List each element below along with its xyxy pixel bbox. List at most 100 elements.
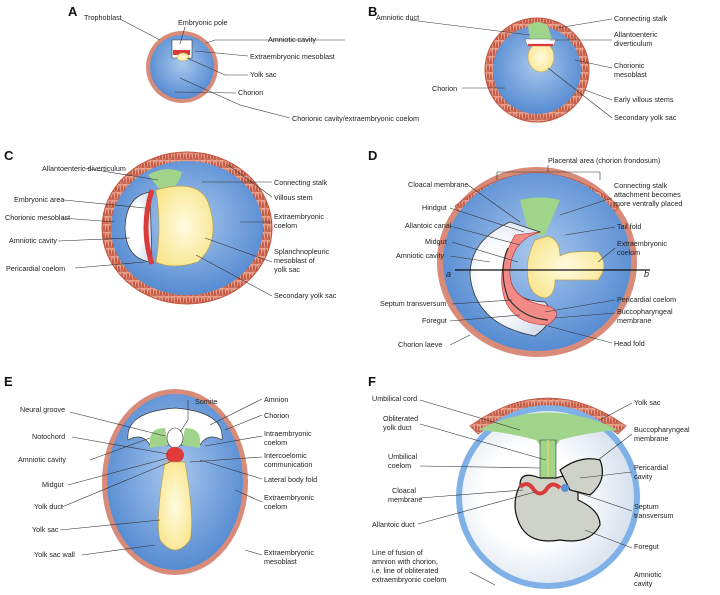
label-connecting-stalk-d-2: attachment becomes (614, 190, 681, 199)
panel-e: E Somite Amnion Neural groove Chorion No… (4, 374, 317, 575)
label-chorion-a: Chorion (238, 88, 263, 97)
label-neural-groove: Neural groove (20, 405, 65, 414)
label-connecting-stalk-b: Connecting stalk (614, 14, 668, 23)
label-allantoenteric-c: Allantoenteric diverticulum (42, 164, 126, 173)
label-yolk-sac-f: Yolk sac (634, 398, 661, 407)
label-chorion-b: Chorion (432, 84, 457, 93)
label-intraembryonic-1: Intraembryonic (264, 429, 312, 438)
pericardial-cavity-dot (561, 484, 569, 492)
secondary-yolk-sac-b (527, 41, 555, 73)
panel-e-letter: E (4, 374, 13, 389)
somite-right (182, 428, 200, 448)
notochord-gut (166, 447, 184, 463)
label-intraembryonic-2: coelom (264, 438, 287, 447)
label-villous-stem: Villous stem (274, 193, 313, 202)
label-buccopharyngeal-d-2: membrane (617, 316, 651, 325)
label-septum-transversum-d: Septum transversum (380, 299, 446, 308)
secondary-yolk-sac-c (155, 185, 214, 267)
panel-a: A Trophoblast Embryonic pole Amniotic ca… (68, 4, 419, 123)
label-buccopharyngeal-d-1: Buccopharyngeal (617, 307, 673, 316)
label-foregut-f: Foregut (634, 542, 659, 551)
somite-left (150, 428, 168, 448)
label-a: a (446, 269, 451, 279)
connecting-stalk-d (520, 197, 560, 236)
label-connecting-stalk-d-1: Connecting stalk (614, 181, 668, 190)
label-chorionic-mesoblast-c: Chorionic mesoblast (5, 213, 70, 222)
label-extraembryonic-coelom-e-1: Extraembryonic (264, 493, 314, 502)
label-amniotic-cavity-d: Amniotic cavity (396, 251, 444, 260)
label-extraembryonic-coelom-c-1: Extraembryonic (274, 212, 324, 221)
label-extraembryonic-coelom-e-2: coelom (264, 502, 287, 511)
panel-c: C Allantoenteric diverticulum Connecting… (4, 148, 337, 305)
label-extraembryonic-coelom-d-2: coelom (617, 248, 640, 257)
label-head-fold: Head fold (614, 339, 645, 348)
label-midgut-e: Midgut (42, 480, 64, 489)
label-midgut-d: Midgut (425, 237, 447, 246)
label-pericardial-f-2: cavity (634, 472, 653, 481)
label-pericardial-coelom-c: Pericardial coelom (6, 264, 65, 273)
label-intercoelomic-2: communication (264, 460, 312, 469)
head-region-f (559, 458, 603, 496)
label-chorion-laeve: Chorion laeve (398, 340, 442, 349)
panel-b: B Amniotic duct Connecting stalk Allanto… (368, 4, 677, 123)
label-connecting-stalk-c: Connecting stalk (274, 178, 328, 187)
label-cloacal-f-1: Cloacal (392, 486, 416, 495)
label-pericardial-coelom-d: Pericardial coelom (617, 295, 676, 304)
label-amniotic-duct: Amniotic duct (376, 13, 419, 22)
label-foregut-d: Foregut (422, 316, 447, 325)
label-b: b (644, 269, 649, 279)
label-allantoic-duct: Allantoic duct (372, 520, 415, 529)
label-septum-f-1: Septum (634, 502, 659, 511)
yolk-sac-e (157, 461, 193, 551)
cloacal-membrane-f (518, 482, 562, 496)
label-septum-f-2: transversum (634, 511, 674, 520)
label-connecting-stalk-d-3: more ventrally placed (614, 199, 682, 208)
label-secondary-yolk-sac-b: Secondary yolk sac (614, 113, 677, 122)
label-line-fusion-4: extraembryonic coelom (372, 575, 446, 584)
label-line-fusion-2: amnion with chorion, (372, 557, 438, 566)
label-extraembryonic-coelom-c-2: coelom (274, 221, 297, 230)
umbilical-cord-f (478, 412, 618, 455)
label-obliterated-2: yolk duct (383, 423, 411, 432)
label-umbilical-coelom-2: coelom (388, 461, 411, 470)
label-allantoenteric-b-1: Allantoenteric (614, 30, 658, 39)
embryonic-disc-a (173, 50, 190, 55)
connecting-stalk-b (528, 22, 552, 42)
label-embryonic-pole: Embryonic pole (178, 18, 228, 27)
label-embryonic-area: Embryonic area (14, 195, 64, 204)
label-extraembryonic-mesoblast-a: Extraembryonic mesoblast (250, 52, 335, 61)
panel-a-letter: A (68, 4, 78, 19)
label-allantoenteric-b-2: diverticulum (614, 39, 652, 48)
label-pericardial-f-1: Pericardial (634, 463, 668, 472)
label-umbilical-cord: Umbilical cord (372, 394, 417, 403)
label-amniotic-cavity-a: Amniotic cavity (268, 35, 316, 44)
embryo-body-d (501, 231, 557, 326)
label-buccopharyngeal-f-2: membrane (634, 434, 668, 443)
label-trophoblast: Trophoblast (84, 13, 122, 22)
yolk-sac-a (176, 52, 190, 62)
label-yolk-duct: Yolk duct (34, 502, 63, 511)
label-extraembryonic-mesoblast-e-2: mesoblast (264, 557, 297, 566)
label-secondary-yolk-sac-c: Secondary yolk sac (274, 291, 337, 300)
label-amniotic-cavity-c: Amniotic cavity (9, 236, 57, 245)
panel-f: F Umbilical cord Yolk sac Obliterated yo… (368, 374, 690, 589)
label-amniotic-f-2: cavity (634, 579, 653, 588)
label-yolk-sac-a: Yolk sac (250, 70, 277, 79)
panel-b-letter: B (368, 4, 377, 19)
label-line-fusion-1: Line of fusion of (372, 548, 423, 557)
label-intercoelomic-1: Intercoelomic (264, 451, 307, 460)
label-lateral-body-fold: Lateral body fold (264, 475, 317, 484)
panel-c-letter: C (4, 148, 14, 163)
label-allantoic-canal: Allantoic canal (405, 221, 452, 230)
label-cloacal-f-2: membrane (388, 495, 422, 504)
label-early-villous-stems: Early villous stems (614, 95, 674, 104)
label-amniotic-cavity-e: Amniotic cavity (18, 455, 66, 464)
label-chorionic-mesoblast-b-2: mesoblast (614, 70, 647, 79)
label-hindgut: Hindgut (422, 203, 447, 212)
label-obliterated-1: Obliterated (383, 414, 418, 423)
label-yolk-sac-wall: Yolk sac wall (34, 550, 75, 559)
label-extraembryonic-coelom-d-1: Extraembryonic (617, 239, 667, 248)
embryonic-area-c (143, 189, 155, 265)
label-tail-fold: Tail fold (617, 222, 641, 231)
